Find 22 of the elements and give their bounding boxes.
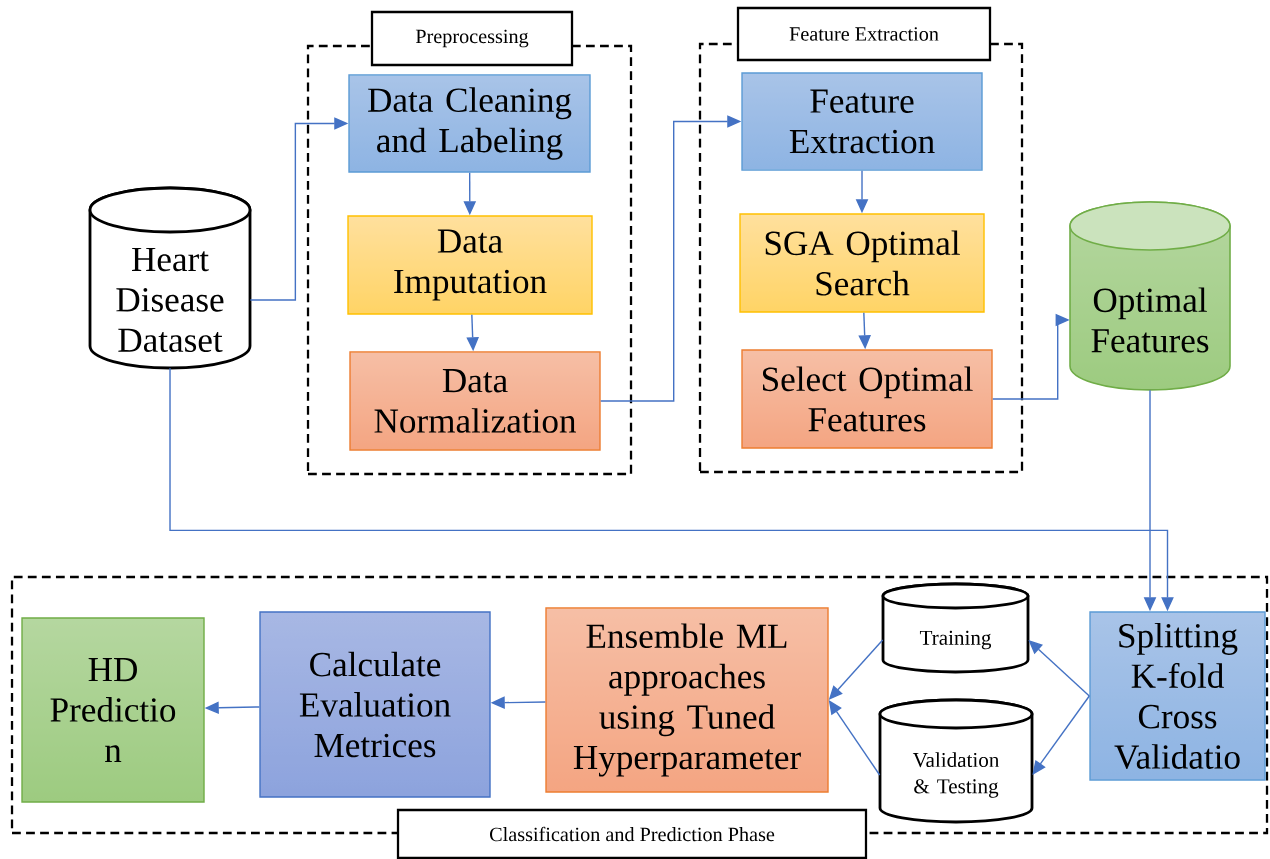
group-heading: Classification and Prediction Phase <box>396 808 868 859</box>
process-box: Ensemble ML approaches using Tuned Hyperparameter <box>545 607 829 793</box>
process-box: Feature Extraction <box>741 72 983 171</box>
database-cylinder: Training <box>881 582 1030 674</box>
arrow <box>1032 695 1090 775</box>
database-cylinder: Validation & Testing <box>878 698 1034 824</box>
group-heading: Preprocessing <box>370 10 574 67</box>
arrow <box>1028 640 1090 697</box>
database-cylinder: Optimal Features <box>1069 201 1231 391</box>
database-cylinder: Heart Disease Dataset <box>88 186 252 370</box>
dashed-group <box>698 6 1024 474</box>
process-box: Select Optimal Features <box>741 349 993 449</box>
process-box: SGA Optimal Search <box>739 213 985 313</box>
process-box: Splitting K-fold Cross Validatio <box>1089 611 1266 781</box>
dashed-group <box>10 575 1269 859</box>
process-box: HD Predictio n <box>21 617 205 803</box>
dashed-group <box>306 10 633 476</box>
process-box: Data Normalization <box>349 351 601 451</box>
group-heading: Feature Extraction <box>736 6 992 62</box>
process-box: Data Imputation <box>347 215 593 315</box>
process-box: Data Cleaning and Labeling <box>348 74 591 173</box>
process-box: Calculate Evaluation Metrices <box>259 611 491 798</box>
